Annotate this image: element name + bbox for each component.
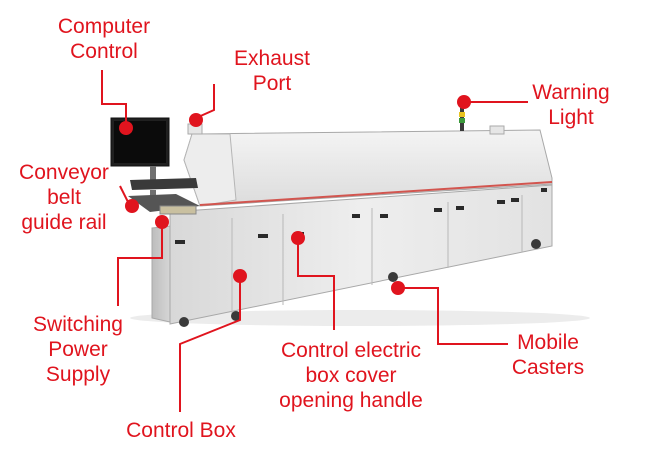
dot-control-box [233,269,247,283]
callout-lines [101,70,528,412]
dot-computer-control [119,121,133,135]
label-mobile-casters: Mobile Casters [511,331,585,379]
dot-warning-light [457,95,471,109]
dot-control-electric [291,231,305,245]
leader-switching-power [117,222,163,306]
leader-control-box [179,276,241,412]
leader-computer-control [101,70,127,128]
dot-conveyor-rail-1 [125,199,139,213]
dot-mobile-casters [391,281,405,295]
label-control-box: Control Box [126,419,236,442]
label-switching-power-supply: Switching Power Supply [33,313,123,386]
dot-exhaust-port [189,113,203,127]
reflow-oven-machine [110,107,590,327]
leader-control-electric [297,238,335,330]
label-computer-control: Computer Control [57,15,151,63]
label-conveyor-belt-guide-rail: Conveyor belt guide rail [19,161,109,234]
label-control-electric-box-cover-handle: Control electric box cover opening handl… [279,339,423,412]
label-exhaust-port: Exhaust Port [234,47,310,95]
leader-mobile-casters [398,287,508,345]
leader-exhaust-port [195,84,215,119]
label-warning-light: Warning Light [532,81,610,129]
callout-dots [119,95,471,295]
dot-conveyor-rail-2 [155,215,169,229]
